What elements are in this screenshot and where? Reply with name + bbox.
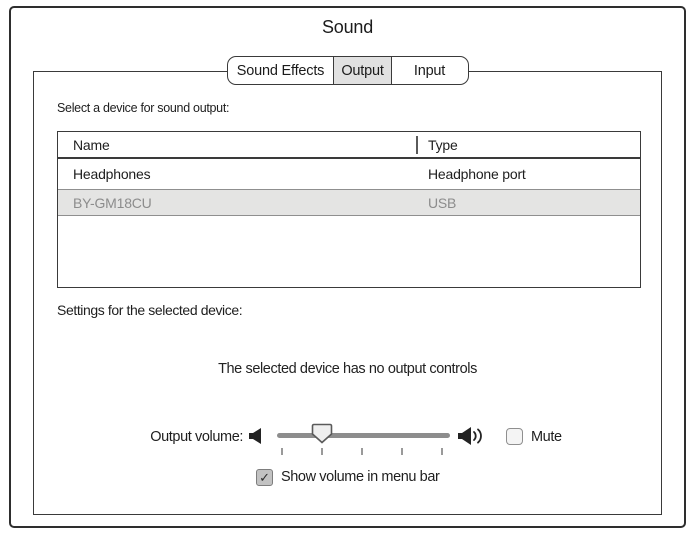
slider-tick [401, 448, 403, 455]
output-volume-label: Output volume: [150, 429, 243, 445]
select-device-label: Select a device for sound output: [57, 101, 230, 115]
mute-label[interactable]: Mute [531, 429, 562, 445]
device-table: Name Type Headphones Headphone port BY-G… [57, 131, 641, 288]
device-type: Headphone port [428, 166, 526, 182]
show-volume-menubar-checkbox[interactable]: ✓ [256, 469, 273, 486]
tab-bar: Sound Effects Output Input [227, 56, 469, 85]
window-title: Sound [321, 17, 374, 37]
device-name: BY-GM18CU [73, 195, 152, 211]
tab-output[interactable]: Output [333, 57, 392, 84]
table-row-selected-device[interactable]: BY-GM18CU USB [58, 189, 640, 216]
show-volume-menubar-label[interactable]: Show volume in menu bar [281, 469, 440, 485]
device-type: USB [428, 195, 457, 211]
speaker-high-icon [458, 427, 485, 445]
check-icon: ✓ [259, 470, 270, 485]
slider-tick [321, 448, 323, 455]
volume-slider-thumb[interactable] [311, 423, 333, 444]
tab-sound-effects[interactable]: Sound Effects [236, 62, 325, 79]
column-divider [416, 136, 418, 154]
column-header-type: Type [428, 137, 458, 153]
slider-tick [281, 448, 283, 455]
device-name: Headphones [73, 166, 151, 182]
device-table-header: Name Type [58, 132, 640, 159]
slider-tick [441, 448, 443, 455]
no-output-controls-message: The selected device has no output contro… [218, 361, 477, 377]
column-header-name: Name [73, 137, 110, 153]
slider-tick [361, 448, 363, 455]
tab-input[interactable]: Input [413, 62, 446, 79]
speaker-low-icon [249, 428, 263, 444]
settings-label: Settings for the selected device: [57, 302, 243, 318]
volume-slider-track[interactable] [277, 433, 450, 438]
mute-checkbox[interactable] [506, 428, 523, 445]
table-row-headphones[interactable]: Headphones Headphone port [58, 159, 640, 189]
